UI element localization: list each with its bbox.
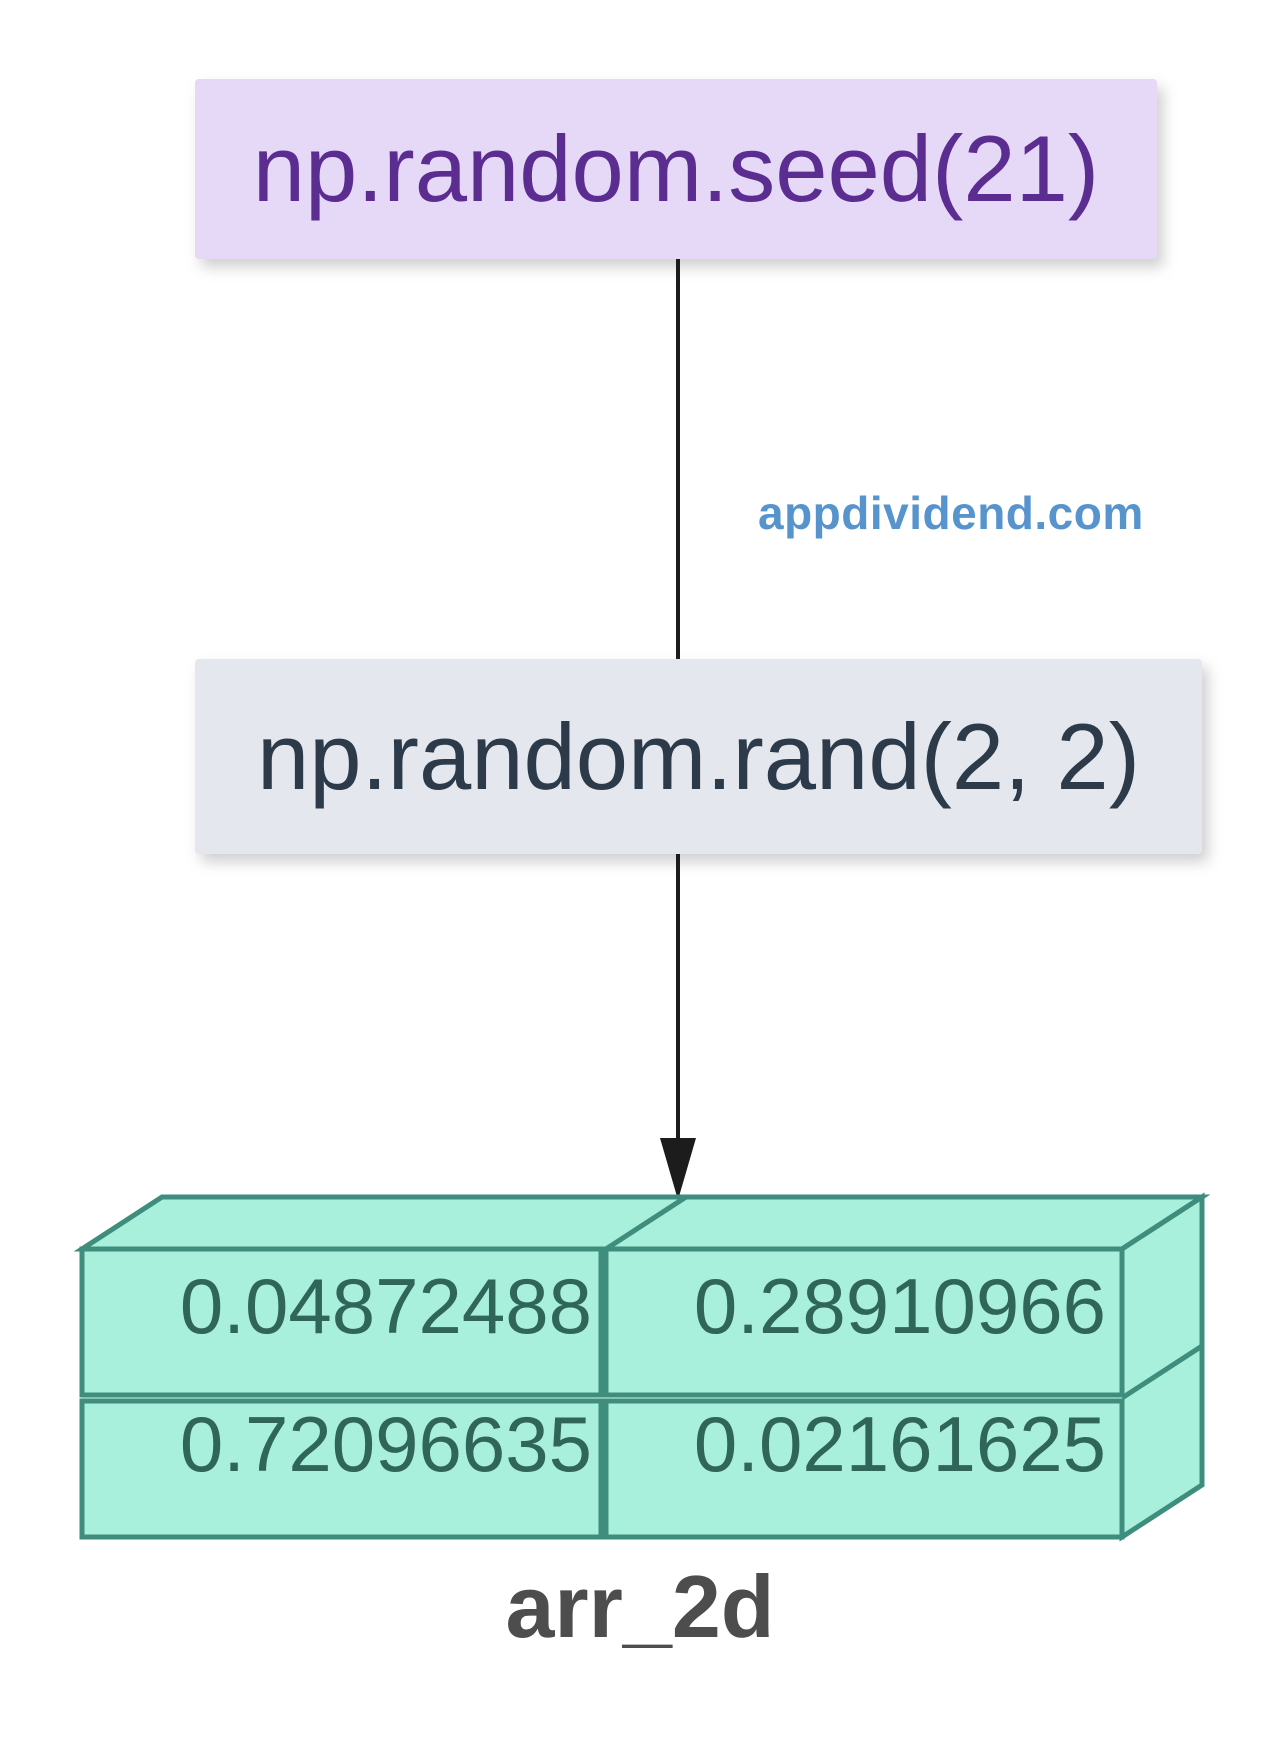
watermark-text: appdividend.com — [758, 487, 1144, 539]
array-side-face — [1119, 1192, 1205, 1542]
arrow-down-icon — [660, 1138, 696, 1200]
array-cell-value-r0c1: 0.28910966 — [694, 1262, 1106, 1350]
array-top-face-divider — [604, 1194, 688, 1252]
seed-node-label: np.random.seed(21) — [252, 116, 1100, 221]
connector-seed-to-rand — [676, 259, 680, 659]
rand-node-label: np.random.rand(2, 2) — [256, 703, 1141, 809]
array-cell-r0c1 — [603, 1246, 1125, 1398]
array-cell-value-r1c0: 0.72096635 — [180, 1400, 592, 1488]
rand-node: np.random.rand(2, 2) — [195, 659, 1202, 854]
array-cell-r0c0 — [79, 1246, 604, 1398]
array-name-label: arr_2d — [505, 1557, 775, 1656]
array-cell-r1c1 — [603, 1398, 1125, 1540]
seed-node: np.random.seed(21) — [195, 79, 1157, 259]
array-cell-r1c0 — [79, 1398, 604, 1540]
array-cell-value-r1c1: 0.02161625 — [694, 1400, 1106, 1488]
array-cell-value-r0c0: 0.04872488 — [180, 1262, 592, 1350]
connector-rand-to-array — [676, 854, 680, 1140]
array-side-face-divider — [1120, 1343, 1204, 1401]
